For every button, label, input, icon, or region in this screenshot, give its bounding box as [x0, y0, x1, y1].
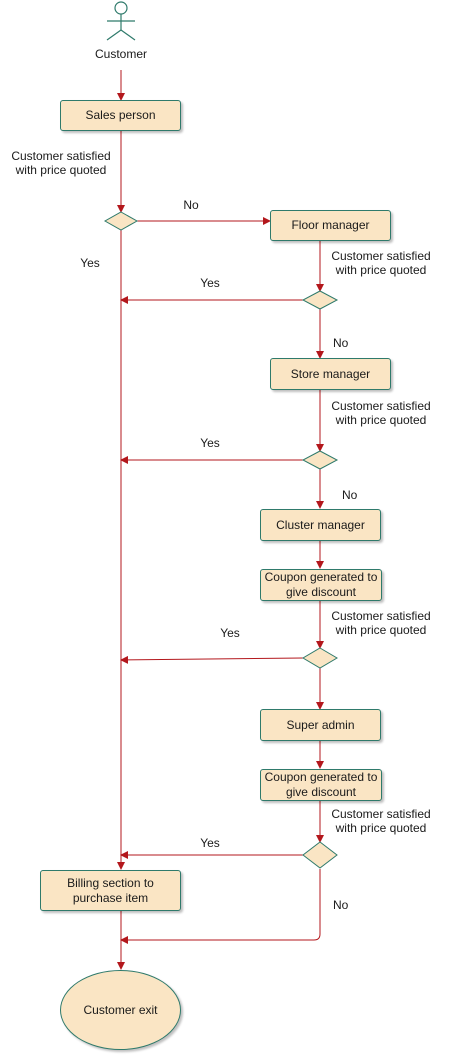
node-sales-person: Sales person: [60, 100, 181, 131]
node-super-admin: Super admin: [260, 709, 381, 741]
edge-label-satisfied-4: Customer satisfied with price quoted: [331, 609, 431, 637]
edge-label-yes-5: Yes: [200, 836, 220, 850]
edge-label-satisfied-1: Customer satisfied with price quoted: [11, 149, 111, 177]
edge-label-no-2: No: [333, 336, 349, 350]
node-customer-exit: Customer exit: [60, 970, 181, 1050]
edge-label-satisfied-2: Customer satisfied with price quoted: [331, 249, 431, 277]
node-cluster-manager: Cluster manager: [260, 509, 381, 541]
arrow-decision5-no: [120, 869, 321, 944]
decision-diamond-3: [301, 450, 339, 470]
node-store-manager: Store manager: [270, 358, 391, 390]
decision-diamond-1: [103, 211, 139, 231]
edge-label-no-1: No: [183, 198, 199, 212]
edge-label-yes-4: Yes: [220, 626, 240, 640]
edge-label-satisfied-3: Customer satisfied with price quoted: [331, 399, 431, 427]
edge-label-yes-1: Yes: [80, 256, 100, 270]
decision-diamond-4: [302, 647, 338, 669]
actor-label: Customer: [94, 47, 147, 61]
arrow-decision4-yes: [120, 655, 304, 664]
edge-label-yes-2: Yes: [200, 276, 220, 290]
decision-diamond-2: [301, 290, 339, 310]
edge-label-no-5: No: [333, 898, 349, 912]
edge-label-no-3: No: [342, 488, 358, 502]
node-coupon-1: Coupon generated to give discount: [260, 569, 382, 601]
node-billing: Billing section to purchase item: [40, 870, 181, 911]
edge-label-satisfied-5: Customer satisfied with price quoted: [331, 807, 431, 835]
customer-actor-icon: [106, 1, 136, 41]
decision-diamond-5: [302, 841, 338, 869]
node-coupon-2: Coupon generated to give discount: [260, 769, 382, 801]
edge-label-yes-3: Yes: [200, 436, 220, 450]
node-floor-manager: Floor manager: [270, 210, 391, 241]
